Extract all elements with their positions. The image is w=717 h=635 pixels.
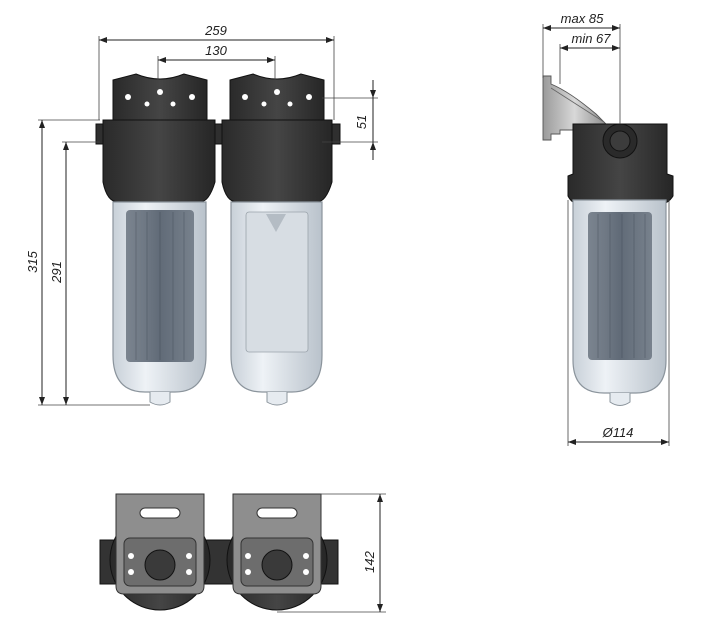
filter-head-left xyxy=(102,119,216,203)
dim-spacing: 130 xyxy=(205,43,227,58)
side-view xyxy=(542,75,674,406)
front-view xyxy=(95,73,341,406)
filter-head-right xyxy=(221,119,333,203)
dim-diameter: Ø114 xyxy=(602,425,634,440)
dim-depth: 142 xyxy=(362,550,377,572)
front-view-dimensions: 259 130 315 291 51 xyxy=(25,23,378,406)
dim-height-315: 315 xyxy=(25,250,40,272)
side-filter-cartridge xyxy=(588,212,652,360)
side-view-dimensions: max 85 min 67 Ø114 xyxy=(542,11,670,446)
filter-insert-right xyxy=(245,211,309,353)
top-view xyxy=(99,493,339,611)
top-view-dimensions: 142 xyxy=(277,493,386,613)
mounting-bracket-left xyxy=(112,73,208,123)
dim-overall-width: 259 xyxy=(204,23,227,38)
mounting-bracket-right xyxy=(229,73,325,123)
dim-height-291: 291 xyxy=(49,261,64,284)
dim-inlet-offset: 51 xyxy=(354,115,369,129)
dim-wall-max: max 85 xyxy=(561,11,604,26)
dim-wall-min: min 67 xyxy=(571,31,611,46)
